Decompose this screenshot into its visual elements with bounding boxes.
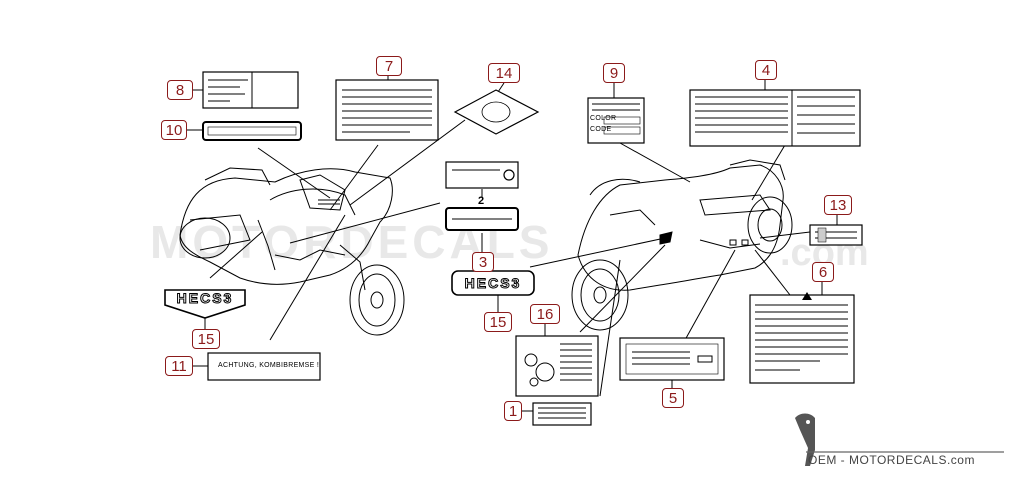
label-1-drawing [532,402,592,426]
callout-10[interactable]: 10 [161,120,187,140]
callout-4[interactable]: 4 [755,60,777,80]
label-15-left-drawing [164,289,246,319]
motordecals-logo [795,413,815,466]
label-11-drawing [207,352,321,381]
callout-16[interactable]: 16 [530,304,560,324]
callout-3[interactable]: 3 [472,252,494,272]
label-7-drawing [335,79,439,141]
label-9-color-field: COLOR [590,115,617,122]
label-8-drawing [202,71,299,109]
callout-6[interactable]: 6 [812,262,834,282]
callout-2[interactable]: 2 [478,195,485,207]
label-15-hecs-text: HECS3 [176,289,234,306]
callout-5[interactable]: 5 [662,388,684,408]
callout-11[interactable]: 11 [165,356,193,376]
callout-15-right[interactable]: 15 [484,312,512,332]
brand-footer: OEM - MOTORDECALS.com [808,453,975,467]
left-motorcycle-drawing [179,167,405,336]
right-motorcycle-drawing [571,159,793,331]
label-6-drawing [749,294,855,384]
callout-9[interactable]: 9 [603,63,625,83]
callout-8[interactable]: 8 [167,80,193,100]
label-3-drawing [451,270,535,296]
label-9-code-field: CODE [590,126,612,133]
callout-7[interactable]: 7 [376,56,402,76]
callout-1[interactable]: 1 [504,401,522,421]
callout-15-left[interactable]: 15 [192,329,220,349]
callout-14[interactable]: 14 [488,63,520,83]
label-11-warning-text: ACHTUNG, KOMBIBREMSE ! [218,362,320,369]
callout-13[interactable]: 13 [824,195,852,215]
label-3-hecs-text: HECS3 [464,275,522,292]
label-16-drawing [515,335,599,397]
